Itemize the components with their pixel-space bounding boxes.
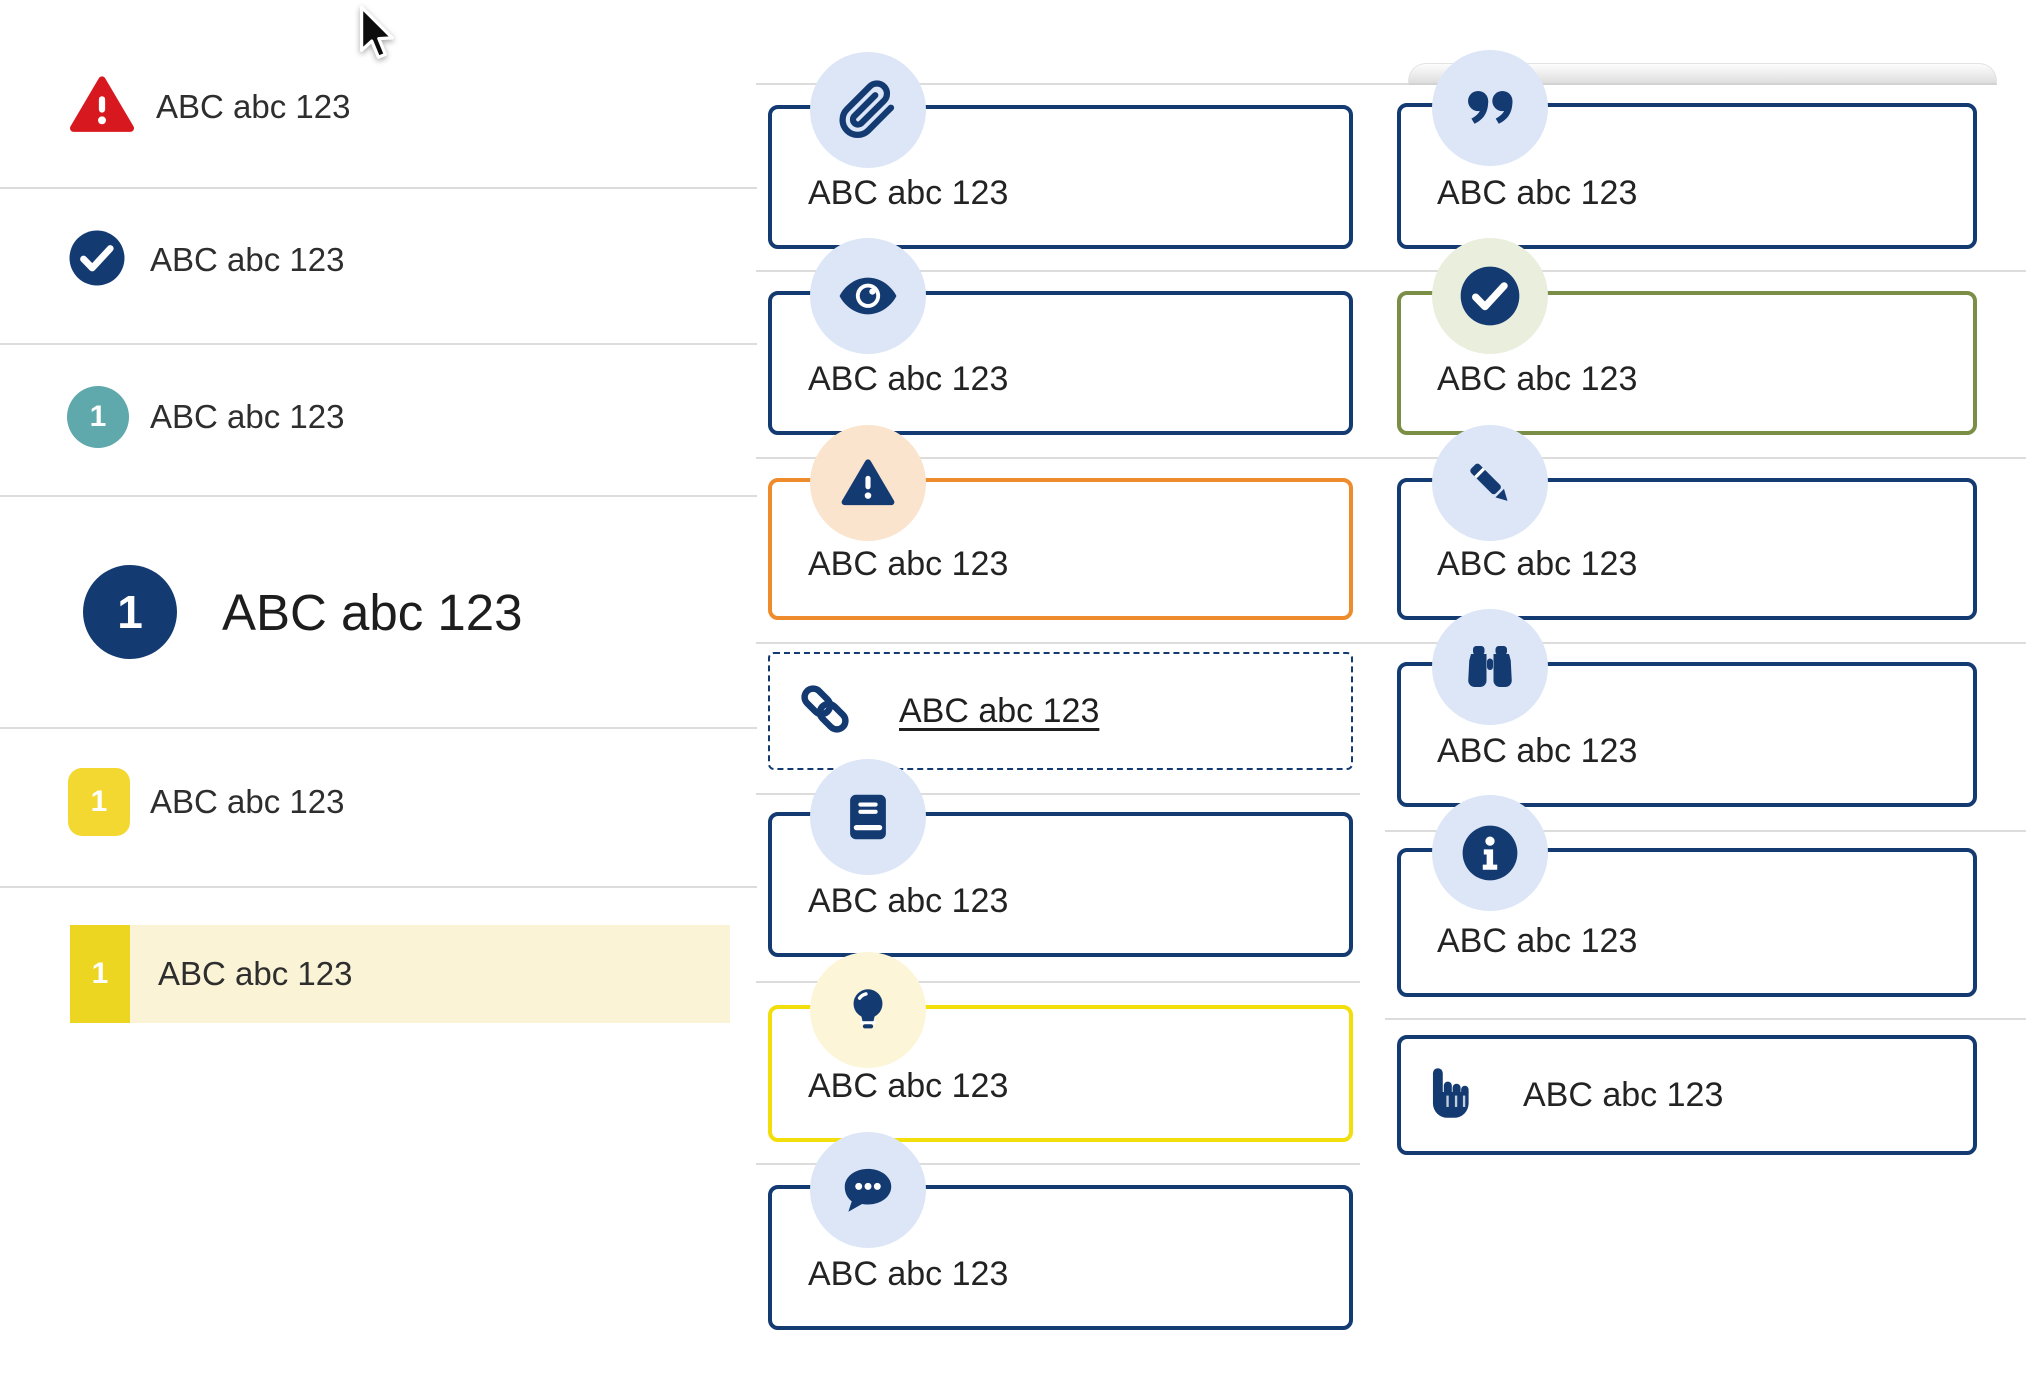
step-number-badge: 1: [83, 565, 177, 659]
check-circle-icon: [1432, 238, 1548, 354]
check-circle-icon: [67, 228, 127, 293]
list-item-step-yellow: 1 ABC abc 123: [68, 768, 344, 836]
book-icon: [810, 759, 926, 875]
card-label: ABC abc 123: [808, 1255, 1009, 1293]
divider: [756, 83, 1408, 85]
quote-icon: [1432, 50, 1548, 166]
divider: [1385, 830, 2026, 832]
link-icon: [794, 678, 856, 745]
divider: [756, 981, 1360, 983]
divider: [0, 495, 757, 497]
divider: [756, 642, 2026, 644]
mouse-cursor-icon: [352, 4, 398, 71]
divider: [1385, 1018, 2026, 1020]
list-item-label: ABC abc 123: [158, 955, 353, 992]
divider: [0, 187, 757, 189]
card-label: ABC abc 123: [1437, 922, 1638, 960]
list-item-step-highlighted[interactable]: 1 ABC abc 123: [70, 925, 352, 1023]
list-item-alert: ABC abc 123: [66, 71, 350, 143]
list-item-heading: 1 ABC abc 123: [83, 565, 523, 659]
card-attachment: ABC abc 123: [768, 105, 1353, 249]
card-label: ABC abc 123: [1437, 732, 1638, 770]
list-item-label: ABC abc 123: [156, 88, 351, 125]
step-number-badge: 1: [70, 925, 130, 1023]
card-label: ABC abc 123: [808, 545, 1009, 583]
card-label: ABC abc 123: [1437, 174, 1638, 212]
paperclip-icon: [810, 52, 926, 168]
divider: [756, 457, 2026, 459]
list-item-label: ABC abc 123: [150, 398, 345, 435]
card-search: ABC abc 123: [1397, 662, 1977, 807]
divider: [756, 1163, 1360, 1165]
binoculars-icon: [1432, 609, 1548, 725]
warning-triangle-icon: [66, 71, 138, 144]
step-number-badge: 1: [67, 386, 129, 448]
card-label: ABC abc 123: [1437, 360, 1638, 398]
pencil-icon: [1432, 425, 1548, 541]
list-item-done: ABC abc 123: [67, 230, 344, 290]
list-item-step-teal: 1 ABC abc 123: [67, 386, 344, 448]
divider: [0, 343, 757, 345]
eye-icon: [810, 238, 926, 354]
hand-point-up-icon: [1419, 1060, 1481, 1131]
list-item-label: ABC abc 123: [150, 241, 345, 278]
divider: [0, 727, 757, 729]
highlight-bar: [130, 925, 730, 1023]
card-label: ABC abc 123: [1523, 1075, 1724, 1114]
card-label: ABC abc 123: [808, 1067, 1009, 1105]
lightbulb-icon: [810, 952, 926, 1068]
divider: [756, 793, 1360, 795]
card-success: ABC abc 123: [1397, 291, 1977, 435]
card-reference: ABC abc 123: [768, 812, 1353, 957]
info-icon: [1432, 795, 1548, 911]
card-link[interactable]: ABC abc 123: [768, 652, 1353, 770]
card-label: ABC abc 123: [808, 360, 1009, 398]
divider: [756, 270, 2026, 272]
card-label: ABC abc 123: [808, 174, 1009, 212]
link-text[interactable]: ABC abc 123: [899, 691, 1100, 730]
card-label: ABC abc 123: [808, 882, 1009, 920]
page-heading: ABC abc 123: [222, 583, 523, 641]
warning-triangle-icon: [810, 425, 926, 541]
card-label: ABC abc 123: [1437, 545, 1638, 583]
divider: [0, 886, 757, 888]
chat-bubble-icon: [810, 1132, 926, 1248]
step-number-badge: 1: [68, 768, 130, 836]
list-item-label: ABC abc 123: [150, 783, 345, 820]
card-action[interactable]: ABC abc 123: [1397, 1035, 1977, 1155]
